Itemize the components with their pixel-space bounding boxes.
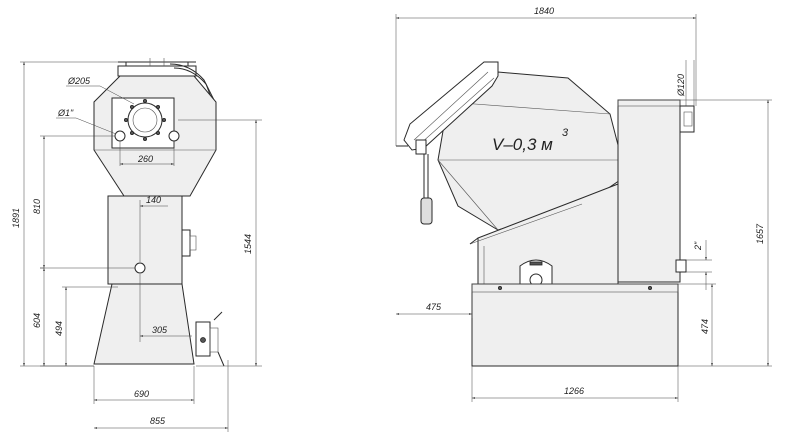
side-dimensions: 1840 Ø120 1657 2" 474 475 — [395, 6, 772, 402]
dim-810: 810 — [32, 199, 42, 214]
dim-1891: 1891 — [11, 208, 21, 228]
discharge-handle — [420, 154, 433, 225]
lid-arm — [396, 61, 499, 155]
dim-494: 494 — [54, 321, 64, 336]
support-column — [107, 195, 183, 285]
dim-d120: Ø120 — [676, 74, 686, 97]
discharge-window — [519, 259, 553, 287]
dim-475: 475 — [426, 302, 442, 312]
base-stand — [93, 283, 195, 365]
drain-valve — [195, 311, 225, 367]
dim-d205: Ø205 — [67, 76, 91, 86]
dim-474: 474 — [700, 319, 710, 334]
side-view: V–0,3 м 3 — [395, 6, 772, 402]
dim-604: 604 — [32, 313, 42, 328]
front-view: Ø205 Ø1" 260 140 305 1891 — [11, 58, 262, 432]
dim-1544: 1544 — [243, 234, 253, 254]
dim-1840: 1840 — [534, 6, 554, 16]
flange-opening — [124, 99, 166, 141]
dim-305: 305 — [152, 325, 168, 335]
dim-690: 690 — [134, 389, 149, 399]
outlet-port — [134, 262, 146, 274]
dim-1657: 1657 — [755, 223, 765, 244]
volume-exponent: 3 — [562, 127, 569, 139]
port-left — [114, 130, 126, 142]
dim-1266: 1266 — [564, 386, 584, 396]
dim-d1: Ø1" — [57, 108, 74, 118]
dim-855: 855 — [150, 416, 166, 426]
drive-tower — [617, 99, 681, 283]
frame-body — [477, 183, 619, 285]
port-right — [168, 130, 180, 142]
base-box — [471, 283, 679, 367]
dim-140: 140 — [146, 195, 161, 205]
dim-2inch: 2" — [693, 241, 703, 251]
top-lid — [117, 58, 215, 108]
front-dimensions: Ø205 Ø1" 260 140 305 1891 — [11, 61, 262, 432]
dim-260: 260 — [137, 154, 153, 164]
volume-label: V–0,3 м — [492, 135, 553, 154]
